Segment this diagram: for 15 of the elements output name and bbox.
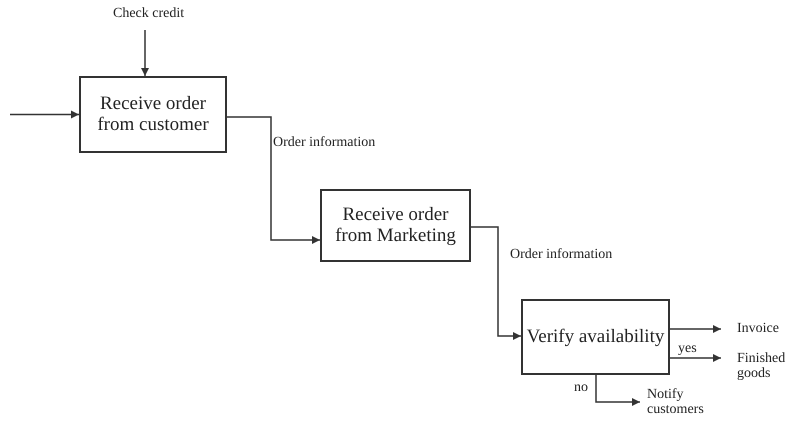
arrow <box>227 116 320 244</box>
process-box: Receive order from customer <box>79 76 227 153</box>
flow-label: Finished goods <box>737 352 786 382</box>
edge-label: yes <box>678 342 697 356</box>
arrow <box>471 226 521 340</box>
arrow <box>670 325 721 333</box>
flow-label: Invoice <box>737 322 779 336</box>
flow-label: Notify customers <box>647 388 705 418</box>
process-box: Receive order from Marketing <box>320 189 471 262</box>
flow-label: Check credit <box>113 6 184 22</box>
arrow <box>141 30 149 76</box>
process-box: Verify availability <box>521 299 670 375</box>
arrow <box>10 110 79 118</box>
arrow <box>595 375 640 406</box>
arrow <box>670 354 721 362</box>
